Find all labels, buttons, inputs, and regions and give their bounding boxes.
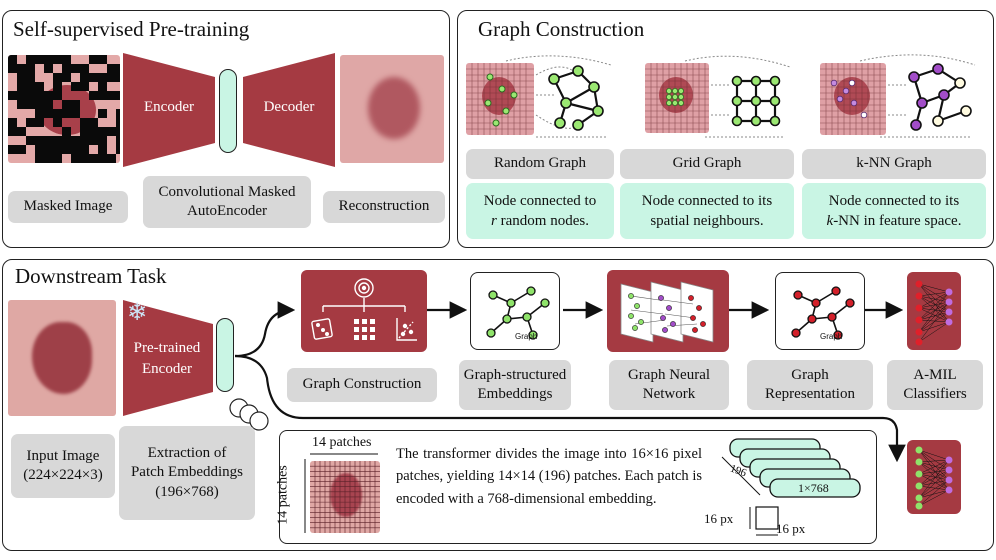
amil-classifier-icon-top [907,272,961,350]
pretraining-title: Self-supervised Pre-training [13,17,250,41]
graph-icon-text-1: Graph [515,332,538,341]
step-gnn-label: Graph Neural Network [609,360,729,410]
graph-representation-icon: Graph [775,272,865,350]
random-desc-italic: r [491,213,497,229]
pretrained-encoder-line2: Encoder [142,361,192,377]
px-bottom-label: 16 px [776,521,806,536]
step-amil-label: A-MIL Classifiers [887,360,983,410]
patch-info-box: 14 patches 14 patches The transformer di… [275,430,877,544]
scatter-axes-icon [396,318,417,341]
patch-grid-image [310,461,380,533]
step-graph-representation-label: Graph Representation [747,360,873,410]
decoder-shape [243,53,335,167]
embedding-bar [216,318,234,392]
patches-side-label: 14 patches [275,465,291,525]
knn-desc-line1: Node connected to its [828,192,960,209]
encoder-label: Encoder [144,99,194,115]
amil-classifier-icon-bottom [907,440,961,514]
random-desc-line2: random nodes. [496,213,589,229]
random-graph-description: Node connected to r random nodes. [466,183,614,239]
step-graph-construction-label: Graph Construction [287,368,437,402]
grid-graph-description: Node connected to its spatial neighbours… [620,183,794,239]
pretrained-encoder-label: Pre-trained Encoder [125,338,209,380]
dice-icon [311,318,333,340]
pretraining-panel: Self-supervised Pre-training Encoder Dec… [2,10,450,248]
graph-construction-title: Graph Construction [478,17,645,41]
reconstruction-image [340,55,444,163]
grid-desc-line2: spatial neighbours. [650,213,764,229]
masked-image [8,55,120,163]
grid-desc-line1: Node connected to its [641,192,773,209]
latent-bar [219,69,237,153]
random-graph-label: Random Graph [466,149,614,179]
downstream-title: Downstream Task [15,264,167,288]
graph-icon-text-2: Graph [820,332,843,341]
encoder-shape [123,53,215,167]
random-graph-illustration [466,55,616,145]
input-image-label: Input Image (224×224×3) [11,434,115,498]
knn-desc-line2: -NN in feature space. [833,213,962,229]
patches-top-label: 14 patches [312,435,372,450]
cmae-label-line1: Convolutional Masked [158,183,296,200]
reconstruction-label: Reconstruction [323,191,445,223]
decoder-label: Decoder [263,99,315,115]
gnn-icon-box [607,270,729,352]
step-graph-embeddings-label: Graph-structured Embeddings [459,360,571,410]
knn-desc-italic: k [826,213,834,229]
pretrained-encoder-shape [123,300,213,416]
graph-structured-embeddings-icon: Graph [470,272,560,350]
knn-graph-description: Node connected to its k-NN in feature sp… [802,183,986,239]
graph-construction-icon-box [301,270,427,352]
embedding-dim-label: 1×768 [798,481,829,495]
patch-token-circles [229,398,269,431]
graph-construction-panel: Graph Construction [457,10,994,248]
knn-graph-illustration [820,54,980,145]
masked-image-label: Masked Image [8,191,128,223]
snowflake-icon: ❄ [127,298,148,326]
px-side-label: 16 px [704,511,734,526]
downstream-panel: Downstream Task ❄ Pre-trained Encoder [2,259,994,551]
pretrained-encoder-line1: Pre-trained [133,340,201,356]
cmae-label-line2: AutoEncoder [187,203,267,219]
flow-arrows [234,301,906,463]
grid-dots-icon [354,319,375,340]
input-image [8,300,116,416]
patch-info-description: The transformer divides the image into 1… [396,446,702,507]
grid-graph-label: Grid Graph [620,149,794,179]
knn-graph-label: k-NN Graph [802,149,986,179]
cmae-label: Convolutional Masked AutoEncoder [143,176,311,228]
embedding-stack [721,438,861,536]
grid-graph-illustration [645,55,795,145]
random-desc-line1: Node connected to [483,192,597,209]
extraction-label: Extraction of Patch Embeddings (196×768) [119,426,255,520]
